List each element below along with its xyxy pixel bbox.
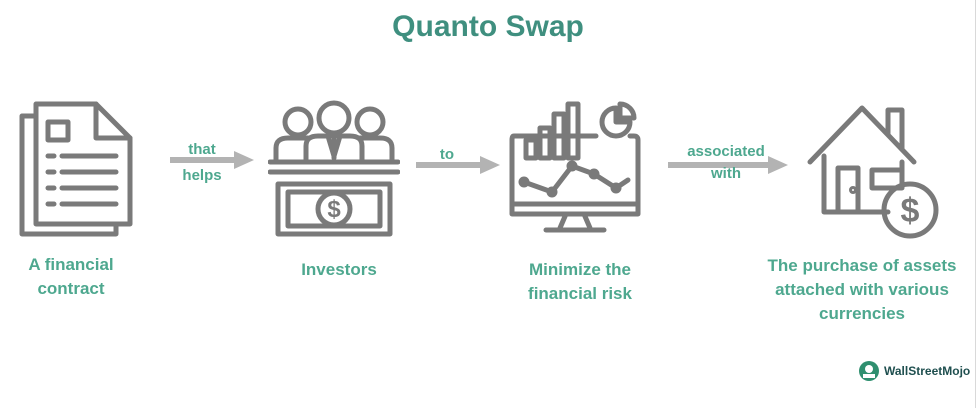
connector-label-3-line2: with [711,165,741,182]
step-3-caption-line1: Minimize the [528,260,631,279]
step-4-caption-line1: The purchase of assets [767,256,957,275]
investors-icon: $ [268,100,400,237]
connector-label-1: that helps [162,141,242,185]
step-1-caption-line2: contract [37,279,105,298]
step-1-caption: A financial contract [6,253,136,301]
step-4-caption-line3: currencies [819,304,905,323]
house-currency-icon: $ [807,105,939,239]
step-2-caption-line1: Investors [301,260,377,279]
svg-text:$: $ [327,196,341,223]
connector-label-3-line1: associated [687,143,765,160]
svg-text:$: $ [901,192,920,230]
step-3-caption-line2: financial risk [528,284,632,303]
document-icon [19,101,133,237]
step-4-caption: The purchase of assets attached with var… [752,254,972,326]
step-2-caption: Investors [274,258,404,282]
step-3-caption: Minimize the financial risk [505,258,655,306]
connector-label-1-line1: that [188,141,216,158]
logo-text: WallStreetMojo [884,364,971,378]
step-1-caption-line1: A financial [28,255,114,274]
step-4-caption-line2: attached with various [775,280,949,299]
connector-label-1-line2: helps [182,167,222,184]
connector-label-2: to [410,146,484,164]
mojo-logo-icon [859,361,879,381]
diagram-title: Quanto Swap [392,10,584,43]
wallstreetmojo-logo: WallStreetMojo [858,360,970,382]
arrow-connector-1 [170,151,254,169]
arrow-connector-2 [416,156,500,174]
connector-label-3: associated with [670,143,782,183]
risk-chart-icon [509,101,641,233]
connector-label-2-line1: to [439,146,455,163]
arrow-connector-3 [668,156,788,174]
